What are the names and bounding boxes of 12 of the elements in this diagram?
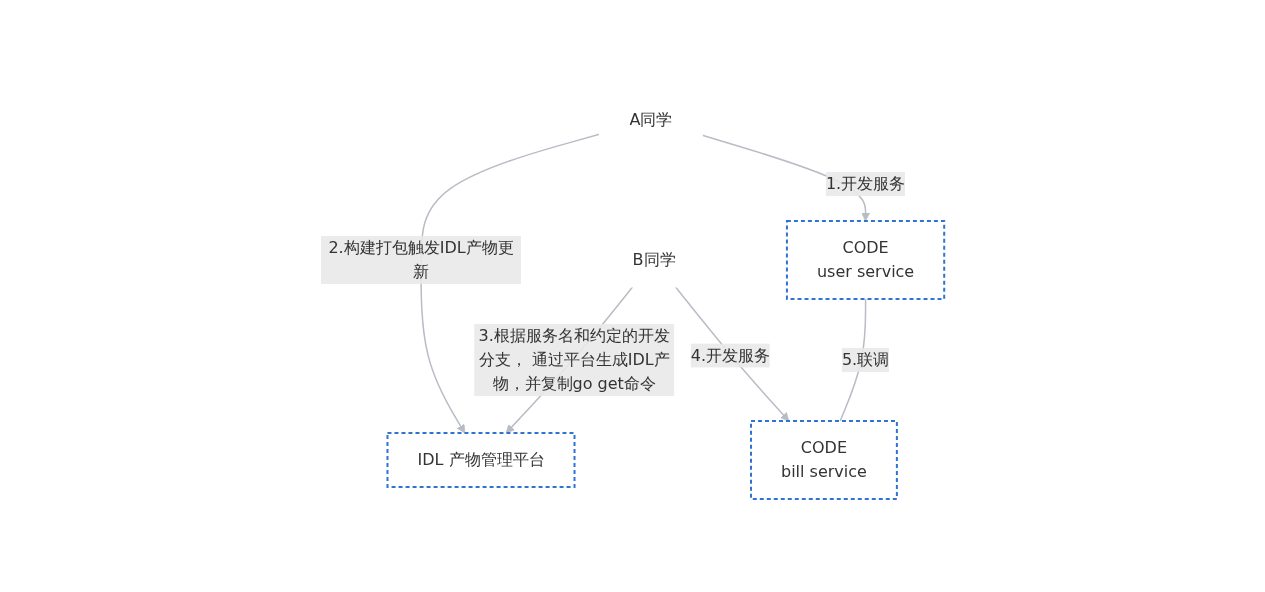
edge-label: 4.开发服务	[690, 345, 770, 365]
arrow	[420, 133, 601, 434]
edge-label: 5.联调	[841, 349, 890, 369]
node-box: IDL 产物管理平台	[386, 432, 576, 488]
edge-label: 1.开发服务	[825, 174, 906, 193]
edge-label: 2.构建打包触发IDL产物更新	[328, 237, 514, 281]
node-text: A同学	[629, 110, 673, 129]
node-box: CODE user service	[785, 220, 946, 300]
edge-label: 3.根据服务名和约定的开发分支， 通过平台生成IDL产物，并复制go get命令	[478, 325, 670, 393]
arrow	[674, 286, 790, 422]
node-box: CODE bill service	[749, 420, 898, 500]
node-text: B同学	[632, 249, 676, 269]
